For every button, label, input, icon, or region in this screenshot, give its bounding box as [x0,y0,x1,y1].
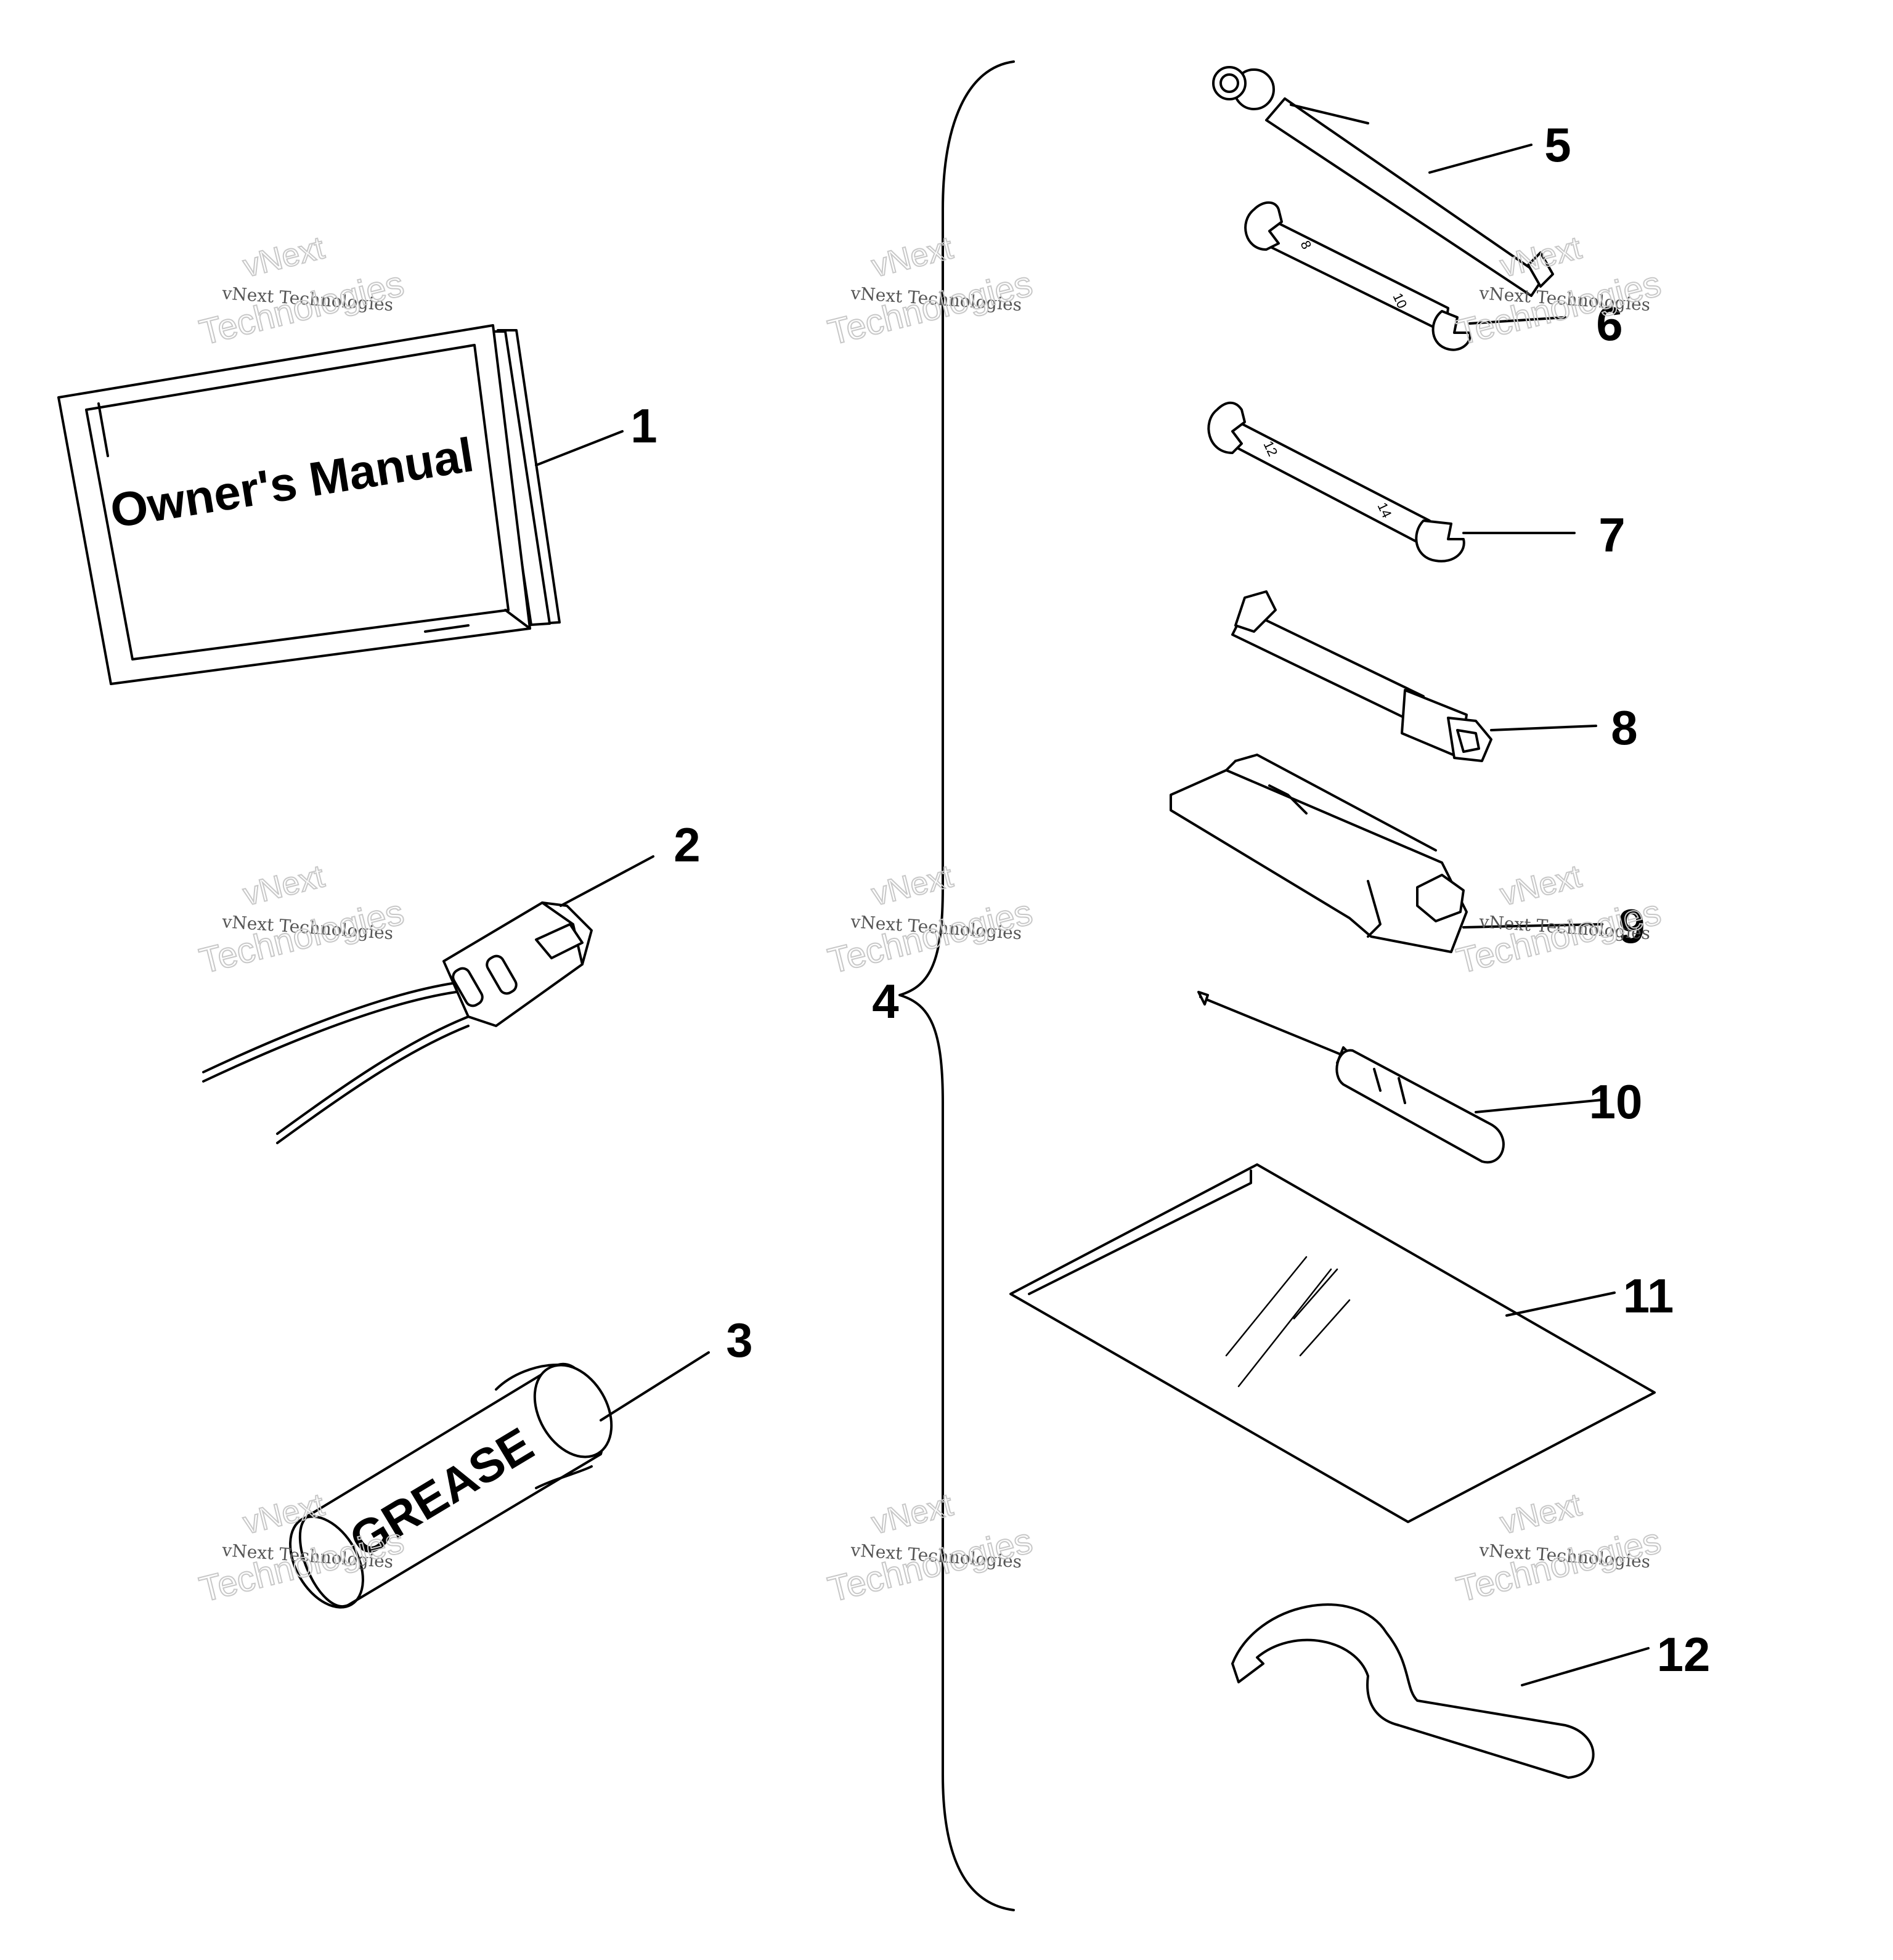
callout-9: 9 [1618,899,1645,953]
svg-text:Technologies: Technologies [1452,892,1664,982]
svg-text:Technologies: Technologies [1452,1521,1664,1610]
spark-plug-tool-illustration [1170,754,1468,953]
tool-pouch-illustration [1009,1163,1656,1523]
svg-text:vNext: vNext [1497,1487,1586,1542]
svg-text:Technologies: Technologies [824,1521,1036,1610]
watermark: vNext vNext Technologies Technologies [823,229,1036,354]
callout-4: 4 [872,974,898,1028]
svg-text:Technologies: Technologies [195,264,407,353]
wrench-8-10-illustration: 8 10 [1244,201,1472,351]
svg-text:Technologies: Technologies [195,892,407,982]
svg-text:vNext: vNext [1497,858,1586,913]
callout-5: 5 [1544,118,1571,172]
callout-11: 11 [1623,1269,1674,1323]
svg-text:Technologies: Technologies [824,892,1036,982]
watermark: vNext vNext Technologies Technologies [195,229,408,354]
callout-2: 2 [674,818,700,872]
watermark: vNext vNext Technologies Technologies [1452,1486,1665,1611]
leader-lines [535,144,1650,1686]
svg-text:vNext: vNext [240,230,328,285]
callout-10: 10 [1589,1075,1643,1129]
tire-pressure-gauge-illustration [1212,66,1554,297]
wrench-12-14-illustration: 12 14 [1207,401,1465,563]
screwdriver-illustration [1197,991,1505,1164]
socket-wrench-illustration [1231,590,1492,762]
watermark: vNext vNext Technologies Technologies [1452,858,1665,982]
wire-connector-illustration [202,901,593,1144]
callout-3: 3 [726,1313,752,1367]
grease-tube-illustration [289,1362,613,1609]
watermark: vNext vNext Technologies Technologies [823,858,1036,982]
callout-12: 12 [1657,1627,1711,1681]
callout-8: 8 [1611,701,1637,755]
tool-kit-brace [898,60,1015,1911]
callout-7: 7 [1598,508,1625,562]
watermark: vNext vNext Technologies Technologies [823,1486,1036,1611]
callout-1: 1 [630,399,657,453]
spanner-wrench-illustration [1231,1603,1595,1779]
owners-manual-illustration [57,324,561,685]
svg-text:vNext: vNext [240,858,328,913]
callout-6: 6 [1596,296,1622,351]
svg-text:Technologies: Technologies [1452,264,1664,353]
watermark: vNext vNext Technologies Technologies [195,858,408,982]
svg-text:Technologies: Technologies [824,264,1036,353]
